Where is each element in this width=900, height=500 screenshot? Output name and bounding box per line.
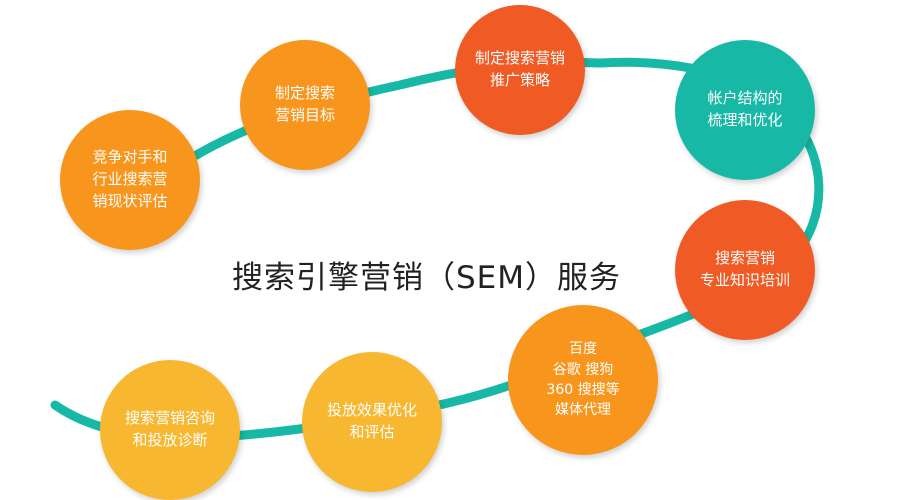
step-label: 制定搜索营销 推广策略 <box>474 49 565 89</box>
step-consulting-diagnosis: 搜索营销咨询 和投放诊断 <box>100 360 240 500</box>
step-media-agency: 百度 谷歌 搜狗 360 搜搜等 媒体代理 <box>508 305 658 455</box>
step-promotion-strategy: 制定搜索营销 推广策略 <box>455 5 585 135</box>
step-label: 投放效果优化 和评估 <box>326 401 417 441</box>
step-label: 帐户结构的 梳理和优化 <box>707 89 783 129</box>
step-performance-optimization: 投放效果优化 和评估 <box>302 352 442 492</box>
step-account-structure: 帐户结构的 梳理和优化 <box>675 40 815 180</box>
step-label: 百度 谷歌 搜狗 360 搜搜等 媒体代理 <box>546 341 620 419</box>
step-competitor-assessment: 竞争对手和 行业搜索营 销现状评估 <box>60 110 200 250</box>
diagram-title: 搜索引擎营销（SEM）服务 <box>232 260 622 296</box>
step-marketing-goals: 制定搜索 营销目标 <box>240 40 370 170</box>
step-label: 制定搜索 营销目标 <box>274 84 335 124</box>
step-label: 搜索营销咨询 和投放诊断 <box>124 409 215 449</box>
step-label: 搜索营销 专业知识培训 <box>699 249 790 289</box>
step-knowledge-training: 搜索营销 专业知识培训 <box>675 200 815 340</box>
step-label: 竞争对手和 行业搜索营 销现状评估 <box>92 148 168 210</box>
